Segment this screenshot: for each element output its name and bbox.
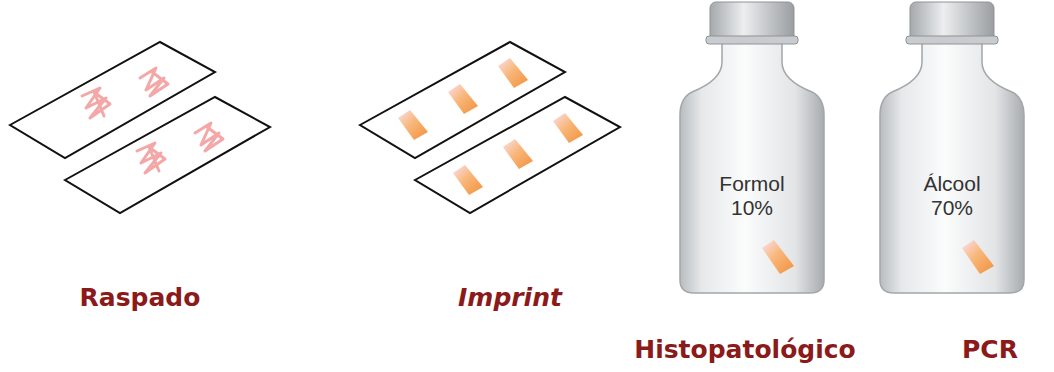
vial-glass bbox=[880, 42, 1024, 293]
slide bbox=[360, 42, 620, 213]
smear-scribble bbox=[82, 68, 223, 173]
slide bbox=[10, 42, 270, 213]
sample-vial: Álcool 70%PCR bbox=[862, 0, 1042, 295]
sample-vial: Formol 10%Histopatológico bbox=[662, 0, 842, 295]
group-label: Imprint bbox=[458, 283, 562, 312]
method-label: PCR bbox=[962, 335, 1018, 364]
tissue-sample bbox=[962, 240, 994, 274]
vial-label: Álcool 70% bbox=[912, 172, 992, 220]
vial-lip bbox=[906, 36, 998, 44]
group-label: Raspado bbox=[80, 283, 201, 312]
tissue-sample bbox=[762, 240, 794, 274]
vial-lip bbox=[706, 36, 798, 44]
vial-label: Formol 10% bbox=[712, 172, 792, 220]
vial-outline bbox=[662, 0, 842, 295]
vial-glass bbox=[680, 42, 824, 293]
tissue-imprint bbox=[398, 58, 583, 195]
method-label: Histopatológico bbox=[634, 335, 856, 364]
vial-outline bbox=[862, 0, 1042, 295]
